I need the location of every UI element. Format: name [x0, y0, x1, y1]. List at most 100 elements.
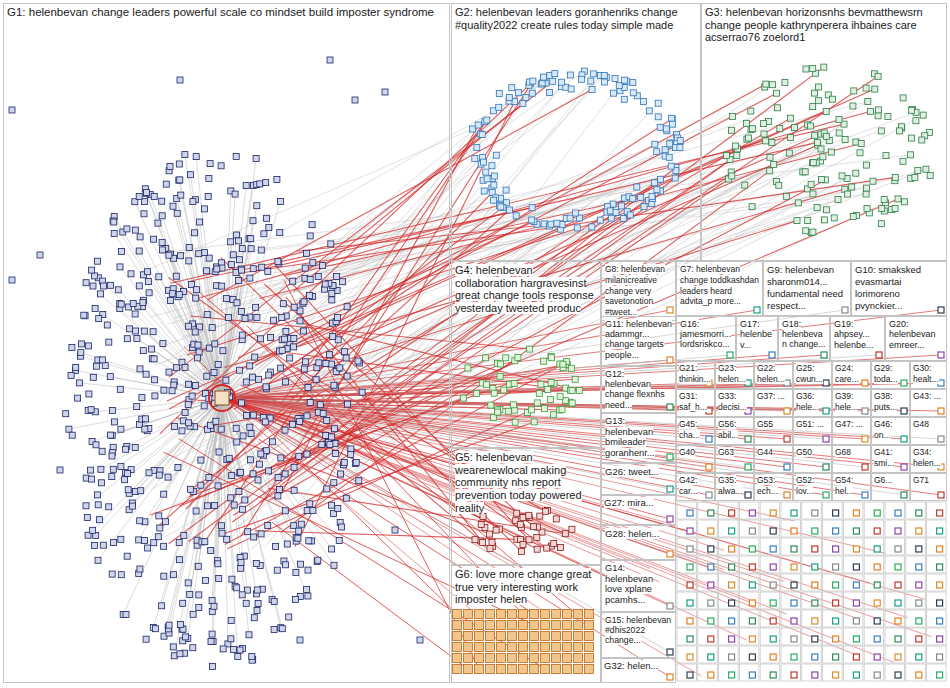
vertex-icon — [534, 400, 540, 406]
vertex-icon — [255, 477, 261, 483]
vertex-icon — [585, 632, 594, 641]
vertex-icon — [143, 636, 149, 642]
vertex-icon — [858, 141, 864, 147]
vertex-icon — [552, 643, 561, 652]
vertex-icon — [307, 501, 313, 507]
group-cell — [781, 628, 801, 645]
vertex-icon — [864, 205, 870, 211]
vertex-icon — [791, 510, 797, 516]
vertex-icon — [279, 347, 285, 353]
vertex-icon — [118, 426, 124, 432]
vertex-icon — [836, 116, 842, 122]
vertex-icon — [548, 379, 554, 385]
group-cell — [698, 538, 718, 555]
vertex-icon — [530, 665, 539, 674]
group-cell — [885, 502, 905, 519]
vertex-icon — [306, 538, 312, 544]
vertex-icon — [842, 307, 848, 313]
vertex-icon — [824, 207, 830, 213]
vertex-icon — [229, 473, 235, 479]
vertex-icon — [189, 393, 195, 399]
vertex-icon — [89, 267, 95, 273]
vertex-icon — [657, 124, 663, 130]
vertex-icon — [211, 503, 217, 509]
vertex-icon — [548, 221, 554, 227]
vertex-icon — [144, 189, 150, 195]
vertex-icon — [152, 377, 158, 383]
group-cell — [823, 664, 843, 681]
group-cell — [677, 502, 697, 519]
vertex-icon — [810, 104, 816, 110]
vertex-icon — [541, 643, 550, 652]
vertex-icon — [641, 98, 647, 104]
group-cell — [823, 610, 843, 627]
edge-line — [224, 187, 851, 368]
group-cell — [802, 664, 822, 681]
vertex-icon — [574, 621, 583, 630]
edge-line — [132, 398, 222, 503]
vertex-icon — [233, 270, 239, 276]
vertex-icon — [224, 296, 230, 302]
vertex-icon — [708, 582, 714, 588]
vertex-icon — [763, 138, 769, 144]
group-box: G53: ech... — [754, 473, 793, 501]
vertex-icon — [453, 632, 462, 641]
group-cell — [906, 628, 926, 645]
group-cell — [719, 502, 739, 519]
vertex-icon — [749, 510, 755, 516]
vertex-icon — [516, 90, 522, 96]
vertex-icon — [822, 217, 828, 223]
vertex-icon — [865, 99, 871, 105]
edge-line — [222, 398, 857, 618]
edge-line — [297, 224, 551, 251]
vertex-icon — [195, 563, 201, 569]
vertex-icon — [687, 546, 693, 552]
vertex-icon — [572, 376, 578, 382]
vertex-icon — [118, 536, 124, 542]
vertex-icon — [589, 86, 595, 92]
group-box: G39: hele... — [832, 389, 871, 417]
vertex-icon — [237, 257, 243, 263]
vertex-icon — [250, 412, 256, 418]
group-label: G18: helenbevan change... — [782, 319, 826, 349]
group-cell — [927, 592, 947, 609]
vertex-icon — [271, 626, 277, 632]
edge-line — [86, 283, 222, 398]
group-cell — [885, 646, 905, 663]
vertex-icon — [667, 357, 673, 363]
group-cell — [719, 556, 739, 573]
group-cell — [698, 502, 718, 519]
vertex-icon — [486, 665, 495, 674]
vertex-icon — [265, 268, 271, 274]
vertex-icon — [239, 246, 245, 252]
vertex-icon — [81, 312, 87, 318]
vertex-icon — [770, 528, 776, 534]
vertex-icon — [196, 592, 202, 598]
vertex-icon — [136, 283, 142, 289]
vertex-icon — [205, 503, 211, 509]
vertex-icon — [862, 408, 868, 414]
group-cell — [781, 556, 801, 573]
vertex-icon — [159, 240, 165, 246]
edge-line — [153, 398, 222, 628]
vertex-icon — [833, 618, 839, 624]
vertex-icon — [266, 468, 272, 474]
vertex-icon — [124, 336, 130, 342]
vertex-icon — [495, 409, 501, 415]
edge-line — [170, 301, 222, 399]
group-cell — [906, 502, 926, 519]
vertex-icon — [601, 79, 607, 85]
vertex-icon — [166, 252, 172, 258]
group-box: G5: helenbevan wearenewlocal making comm… — [451, 448, 601, 565]
vertex-icon — [178, 192, 184, 198]
vertex-icon — [257, 336, 263, 342]
vertex-icon — [544, 545, 550, 551]
vertex-icon — [503, 187, 509, 193]
vertex-icon — [831, 215, 837, 221]
vertex-icon — [264, 215, 270, 221]
vertex-icon — [530, 632, 539, 641]
vertex-icon — [263, 180, 269, 186]
vertex-icon — [833, 636, 839, 642]
vertex-icon — [68, 373, 74, 379]
vertex-icon — [909, 135, 915, 141]
